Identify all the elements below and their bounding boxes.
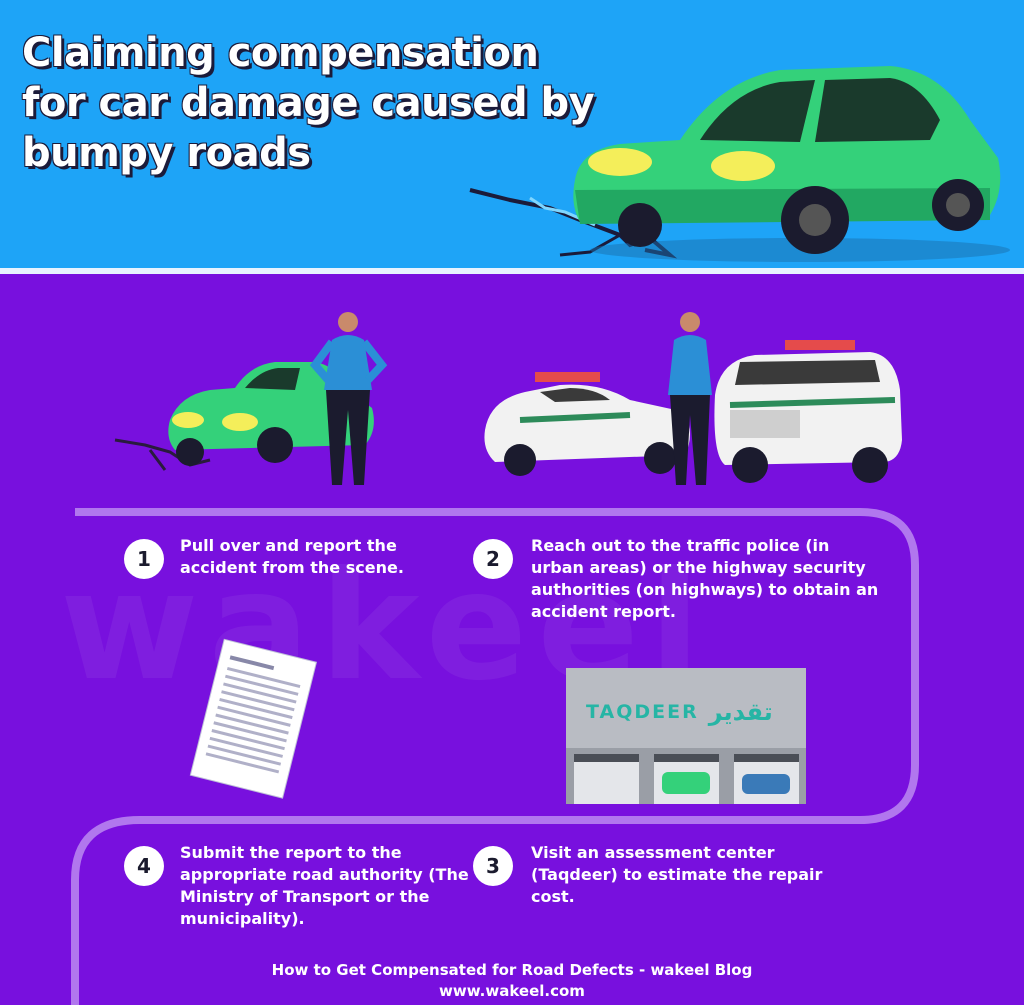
- report-document-illustration: [189, 638, 318, 799]
- page-title: Claiming compensation for car damage cau…: [22, 30, 595, 176]
- header-separator: [0, 268, 1024, 274]
- taqdeer-sign-arabic: تقدير: [708, 698, 773, 726]
- step-number-3: 3: [473, 846, 513, 886]
- taqdeer-sign: TAQDEER تقدير: [586, 698, 786, 726]
- header-car-illustration: [469, 66, 1010, 262]
- taqdeer-sign-latin: TAQDEER: [586, 701, 699, 723]
- step-text-2: Reach out to the traffic police (in urba…: [531, 536, 879, 621]
- taqdeer-building-illustration: [566, 668, 806, 804]
- step-text-3: Visit an assessment center (Taqdeer) to …: [531, 843, 823, 906]
- step-number-4: 4: [124, 846, 164, 886]
- footer-website: www.wakeel.com: [439, 982, 585, 1000]
- step-text-1: Pull over and report the accident from t…: [180, 536, 404, 577]
- footer-blog-title: How to Get Compensated for Road Defects …: [271, 961, 753, 979]
- step-number-1: 1: [124, 539, 164, 579]
- step1-illustration: [114, 312, 388, 485]
- step-text-4: Submit the report to the appropriate roa…: [180, 843, 469, 928]
- step2-illustration: [484, 312, 902, 485]
- step-number-2: 2: [473, 539, 513, 579]
